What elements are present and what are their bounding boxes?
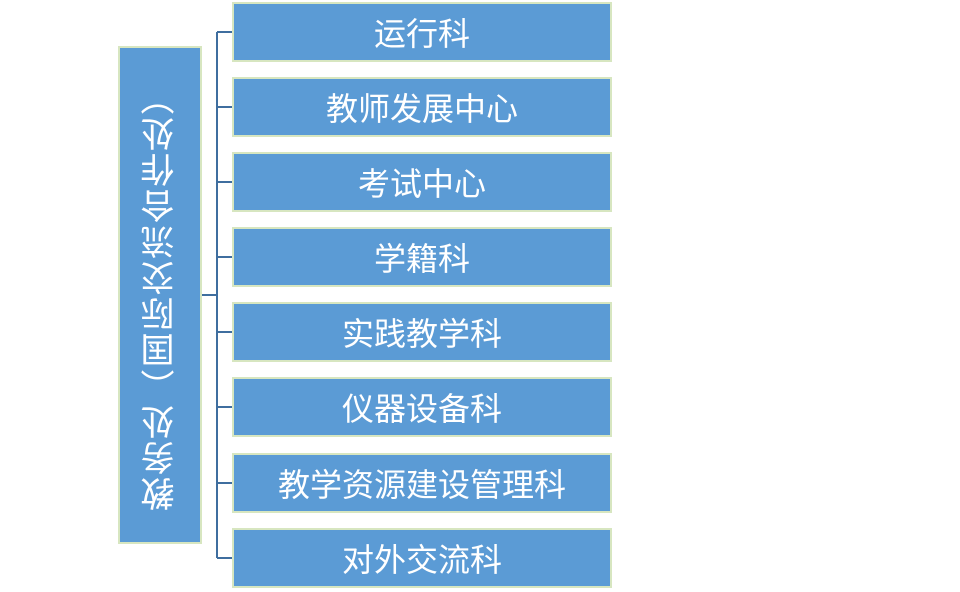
child-node-label: 对外交流科	[341, 541, 502, 579]
root-node-label: 教务处（国际交流合作处）	[140, 79, 181, 511]
child-node-teacher-development: 教师发展中心	[232, 77, 612, 137]
child-node-operations: 运行科	[232, 2, 612, 62]
child-node-label: 教师发展中心	[325, 90, 518, 128]
child-node-practical-teaching: 实践教学科	[232, 302, 612, 362]
child-node-label: 学籍科	[373, 240, 470, 278]
root-node: 教务处（国际交流合作处）	[118, 46, 202, 544]
child-node-label: 仪器设备科	[341, 390, 502, 428]
child-node-registrar: 学籍科	[232, 227, 612, 287]
child-node-equipment: 仪器设备科	[232, 377, 612, 437]
child-node-teaching-resources: 教学资源建设管理科	[232, 453, 612, 513]
child-node-label: 运行科	[373, 15, 470, 53]
child-node-exam-center: 考试中心	[232, 152, 612, 212]
child-node-label: 教学资源建设管理科	[277, 466, 566, 504]
child-node-external-exchange: 对外交流科	[232, 528, 612, 588]
child-node-label: 实践教学科	[341, 315, 502, 353]
child-node-label: 考试中心	[357, 165, 486, 203]
